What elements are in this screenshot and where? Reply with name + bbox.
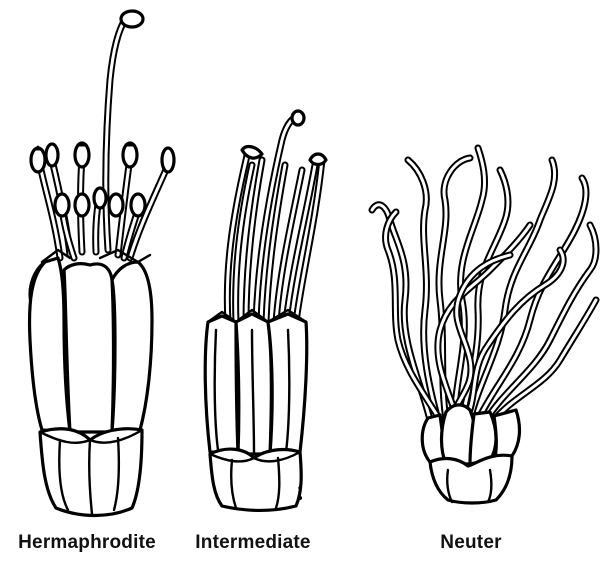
label-intermediate: Intermediate <box>195 532 310 554</box>
label-neuter: Neuter <box>440 532 501 554</box>
intermediate-corolla <box>205 310 307 454</box>
label-hermaphrodite: Hermaphrodite <box>18 532 156 554</box>
intermediate-floret-drawing <box>205 111 326 511</box>
intermediate-filaments <box>227 116 322 322</box>
hermaphrodite-stigma <box>121 11 143 27</box>
neuter-floret-drawing <box>372 148 596 503</box>
hermaphrodite-corolla <box>30 250 152 432</box>
hermaphrodite-calyx <box>40 429 142 516</box>
intermediate-stigma <box>292 111 304 125</box>
intermediate-calyx <box>210 449 301 510</box>
neuter-filaments <box>372 148 596 420</box>
hermaphrodite-floret-drawing <box>30 11 174 516</box>
